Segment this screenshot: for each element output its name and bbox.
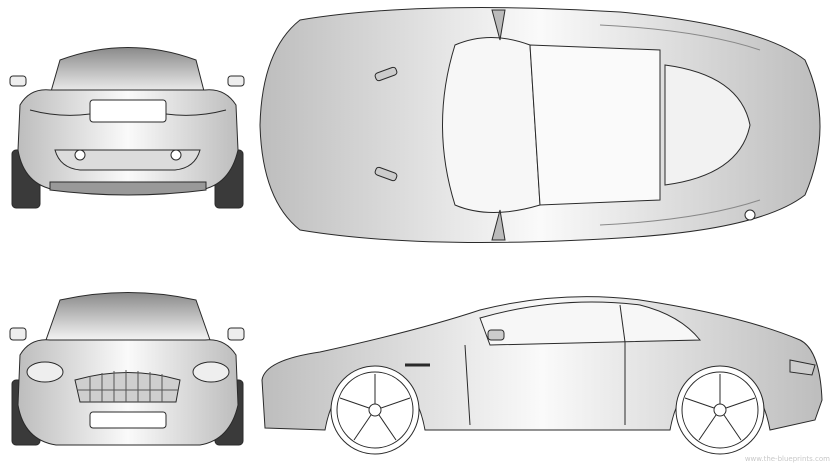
mirrors-top: [491, 9, 506, 241]
side-view: [261, 296, 823, 455]
rear-wheel: [675, 365, 765, 455]
grille-bars: [78, 370, 178, 402]
left-mirror: [9, 75, 27, 87]
tail-lights: [29, 109, 227, 116]
tail-light-side: [789, 359, 816, 376]
rear-window-top: [664, 64, 751, 186]
side-mirror: [487, 329, 505, 341]
grille: [74, 372, 181, 403]
watermark: www.the-blueprints.com: [744, 455, 830, 463]
top-view: [259, 7, 821, 243]
left-headlight: [26, 361, 64, 383]
door-lines: [464, 342, 626, 426]
windshield-top: [442, 37, 541, 213]
rear-view: [9, 47, 245, 209]
rear-diffuser: [54, 149, 201, 171]
plate-recess: [89, 99, 167, 123]
right-mirror: [227, 75, 245, 87]
front-view: [9, 292, 245, 446]
side-windows: [479, 301, 702, 346]
windshield: [45, 292, 211, 341]
front-wheel: [330, 365, 420, 455]
rear-window: [49, 47, 206, 96]
roof: [529, 44, 661, 206]
right-headlight: [192, 361, 230, 383]
